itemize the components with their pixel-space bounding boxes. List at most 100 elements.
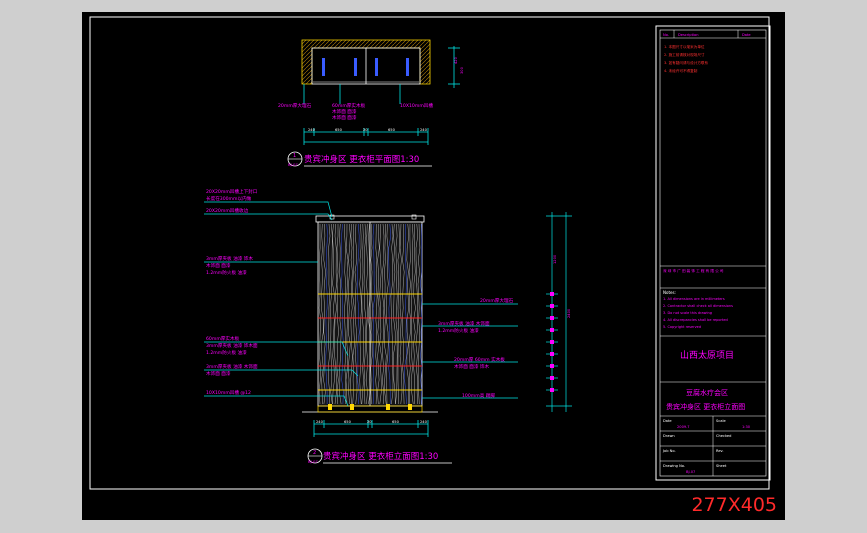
woodgrain-line (321, 223, 324, 405)
tb-field-label2-3: Rev. (716, 449, 724, 453)
plan-view: 420 300 20mm厚大理石 60mm厚实木板 木饰面 面漆 木饰面 面漆 … (278, 39, 464, 167)
woodgrain-line (341, 223, 344, 405)
woodgrain-line (352, 223, 355, 405)
elev-title: 贵宾冲身区 更衣柜立面图1:30 (323, 451, 438, 462)
tb-field-label-1: Date (663, 419, 672, 423)
woodgrain-line (325, 223, 328, 404)
woodgrain-line (329, 223, 333, 405)
plan-dim-5: 240 (420, 128, 428, 132)
woodgrain-line (415, 223, 419, 405)
elev-note-left-12: 10X10mm凹槽 @12 (206, 389, 251, 396)
elev-dim-2400: 2400 (567, 308, 571, 318)
tb-red-note-3: 3. 如有疑问请与设计方联系 (664, 60, 709, 65)
elev-note-left-6: 1.2mm防火板 油漆 (206, 269, 247, 276)
elev-note-left-1: 20X20mm凹槽上下封口 (206, 188, 258, 195)
elev-dim-b5: 240 (420, 420, 428, 424)
elev-dim-b3: 20 (367, 420, 372, 424)
tb-area-name: 豆腐水疗会区 (686, 388, 728, 397)
woodgrain-line (413, 223, 416, 405)
elev-note-right-4: 20mm厚 60mm 实木板 (454, 356, 505, 363)
woodgrain-line (318, 224, 322, 405)
woodgrain-line (406, 223, 410, 404)
sheet-size-label: 277X405 (691, 494, 777, 516)
woodgrain-line (347, 223, 351, 405)
cad-drawing: 420 300 20mm厚大理石 60mm厚实木板 木饰面 面漆 木饰面 面漆 … (89, 16, 771, 490)
woodgrain-line (379, 223, 382, 405)
tb-note-3: 3. Do not scale this drawing (663, 311, 712, 315)
plan-hinge (322, 58, 325, 76)
elev-note-left-10: 3mm厚夹板 油漆 木饰面 (206, 363, 258, 370)
tb-field-label-3: Job No. (662, 449, 676, 453)
woodgrain-line (372, 223, 376, 405)
tb-note-4: 4. All discrepancies shall be reported (663, 318, 728, 322)
tb-field-label2-1: Scale (716, 419, 726, 423)
title-block: No. Description Date 1. 本图尺寸以毫米为单位 2. 施工… (655, 25, 771, 481)
woodgrain-line (383, 223, 387, 405)
woodgrain-line (336, 224, 339, 405)
tb-project-name: 山西太原项目 (680, 349, 734, 361)
tb-field-label-2: Drawn (663, 434, 675, 438)
plan-title: 贵宾冲身区 更衣柜平面图1:30 (304, 154, 419, 165)
plan-label-board: 60mm厚实木板 (332, 102, 366, 109)
elev-note-right-3: 1.2mm防火板 油漆 (438, 327, 479, 334)
woodgrain-line (392, 223, 396, 405)
tb-red-note-4: 4. 未经许可不得复制 (664, 68, 698, 73)
woodgrain-line (350, 223, 353, 405)
woodgrain-line (338, 223, 342, 405)
elev-index-number: 2 (313, 450, 316, 456)
woodgrain-line (365, 223, 368, 405)
elev-note-left-2: 长度在300mm以内做 (206, 195, 252, 202)
elev-note-right-1: 20mm厚大理石 (480, 297, 514, 304)
woodgrain-line (417, 223, 421, 405)
elev-note-right-5: 木饰面 面漆 饰木 (454, 363, 489, 370)
woodgrain-line (344, 223, 347, 405)
tb-field-value-4: BJ-07 (686, 470, 695, 474)
elev-note-left-9: 1.2mm防火板 油漆 (206, 349, 247, 356)
woodgrain-line (420, 223, 423, 405)
plan-dim-3: 20 (363, 128, 368, 132)
elev-note-left-5: 木饰面 面漆 (206, 262, 231, 269)
plan-dim-2: 650 (335, 128, 343, 132)
woodgrain-line (399, 223, 403, 405)
tb-field-label2-4: Sheet (716, 464, 727, 468)
elev-note-left-4: 3mm厚夹板 油漆 饰木 (206, 255, 253, 262)
woodgrain-line (404, 223, 407, 405)
woodgrain-line (354, 223, 358, 405)
elev-note-left-3: 20X20mm凹槽收边 (206, 207, 249, 214)
woodgrain-line (370, 223, 373, 405)
tb-company: 深 圳 市 广 田 装 饰 工 程 有 限 公 司 (663, 268, 724, 273)
plan-hinge (406, 58, 409, 76)
woodgrain-line (361, 223, 364, 405)
tb-note-5: 5. Copyright reserved (663, 325, 701, 329)
tb-field-label2-2: Checked (716, 434, 731, 438)
elev-dim-b4: 650 (392, 420, 400, 424)
tb-header-no: No. (663, 33, 669, 37)
woodgrain-line (375, 223, 378, 405)
elev-note-right-2: 3mm厚夹板 油漆 木饰面 (438, 320, 490, 327)
elev-dim-b2: 650 (344, 420, 352, 424)
tb-field-value-1: 2009.7 (677, 425, 690, 429)
tb-field-value2-1: 1:30 (742, 425, 751, 429)
plan-label-finish-2: 木饰面 面漆 (332, 114, 357, 121)
woodgrain-texture (318, 223, 423, 405)
woodgrain-line (408, 223, 411, 405)
woodgrain-line (386, 223, 389, 405)
woodgrain-line (397, 223, 401, 405)
tb-red-note-2: 2. 施工前请核对现场尺寸 (664, 52, 705, 57)
drawing-sheet: 420 300 20mm厚大理石 60mm厚实木板 木饰面 面漆 木饰面 面漆 … (82, 12, 785, 520)
elev-index-sheet: BJ-07 (308, 459, 318, 464)
woodgrain-line (382, 223, 385, 405)
drawing-border (89, 16, 770, 490)
elevation-view: 20X20mm凹槽上下封口 长度在300mm以内做 20X20mm凹槽收边 3m… (204, 188, 572, 464)
woodgrain-line (357, 223, 360, 405)
elev-dim-b1: 240 (316, 420, 324, 424)
plan-index-sheet: BJ-07 (288, 162, 298, 167)
plan-label-marble: 20mm厚大理石 (278, 102, 312, 109)
plan-label-groove: 10X10mm凹槽 (400, 102, 433, 109)
elev-note-left-11: 木饰面 面漆 (206, 370, 231, 377)
plan-height-dim-2: 300 (460, 66, 464, 74)
plan-index-number: 1 (293, 153, 296, 159)
plan-label-finish: 木饰面 面漆 (332, 108, 357, 115)
plan-hinge (375, 58, 378, 76)
woodgrain-line (410, 223, 414, 405)
